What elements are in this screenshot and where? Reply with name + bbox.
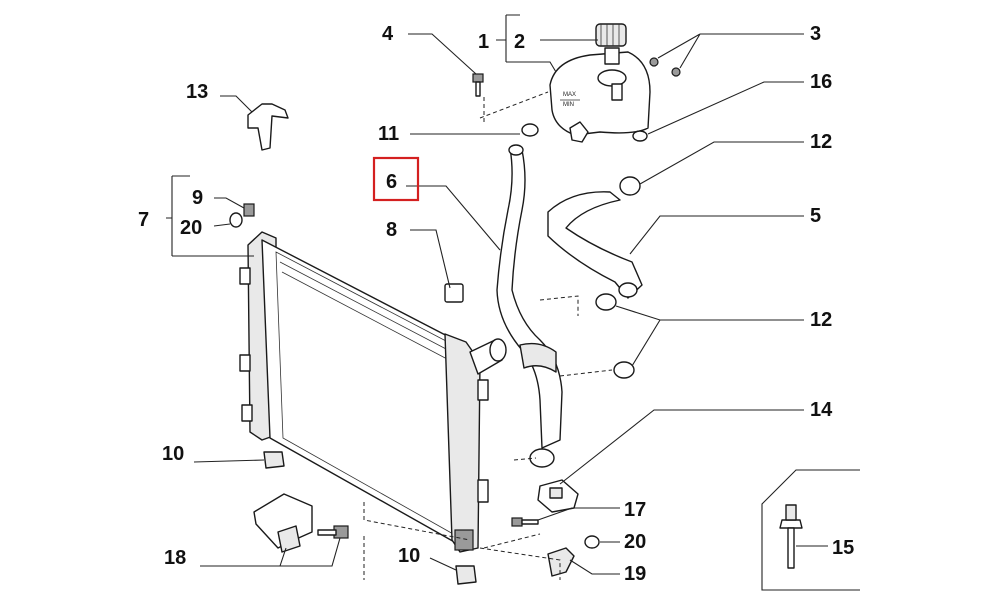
seal-20b xyxy=(584,535,600,549)
rubber-mount-10b xyxy=(455,565,477,585)
screw-3b xyxy=(671,67,681,77)
tank-max-mark: MAX xyxy=(563,92,576,98)
radiator xyxy=(239,231,507,553)
label-12-top: 12 xyxy=(810,131,832,153)
label-19: 19 xyxy=(624,563,646,585)
clamp-12c xyxy=(613,361,635,379)
drain-plug-19 xyxy=(547,547,575,577)
label-16: 16 xyxy=(810,71,832,93)
label-3: 3 xyxy=(810,23,821,45)
screw-3a xyxy=(649,57,659,67)
hose-6 xyxy=(496,147,563,449)
o-ring-16 xyxy=(632,130,648,142)
label-9: 9 xyxy=(192,187,203,209)
tank-min-mark: MIN xyxy=(563,102,574,108)
clamp-12b xyxy=(595,293,617,311)
label-13: 13 xyxy=(186,81,208,103)
rubber-mount-10a xyxy=(263,451,285,469)
bleed-screw-9 xyxy=(243,203,255,217)
label-10-bottom: 10 xyxy=(398,545,420,567)
label-11: 11 xyxy=(378,123,399,145)
label-6: 6 xyxy=(386,171,397,193)
bolt-4 xyxy=(472,73,484,97)
bolt-18 xyxy=(317,525,349,539)
seal-20a xyxy=(229,212,243,228)
bolt-17 xyxy=(511,517,539,527)
label-20-left: 20 xyxy=(180,217,202,239)
highlight-box xyxy=(372,156,420,202)
label-10-left: 10 xyxy=(162,443,184,465)
label-17: 17 xyxy=(624,499,646,521)
bracket-13 xyxy=(247,103,289,151)
label-12-lower: 12 xyxy=(810,309,832,331)
clamp-12a xyxy=(619,176,641,196)
hose-5 xyxy=(547,191,643,299)
label-4: 4 xyxy=(382,23,394,45)
label-18: 18 xyxy=(164,547,186,569)
clip-8 xyxy=(444,283,464,303)
label-5: 5 xyxy=(810,205,821,227)
label-15: 15 xyxy=(832,537,854,559)
clamp-11 xyxy=(521,123,539,137)
label-20-right: 20 xyxy=(624,531,646,553)
label-7: 7 xyxy=(138,209,149,231)
label-2: 2 xyxy=(514,31,525,53)
label-8: 8 xyxy=(386,219,397,241)
expansion-tank: MAX MIN xyxy=(549,47,651,143)
label-1: 1 xyxy=(478,31,489,53)
tank-cap xyxy=(595,23,627,47)
label-14: 14 xyxy=(810,399,833,421)
rivet-15 xyxy=(779,504,803,569)
